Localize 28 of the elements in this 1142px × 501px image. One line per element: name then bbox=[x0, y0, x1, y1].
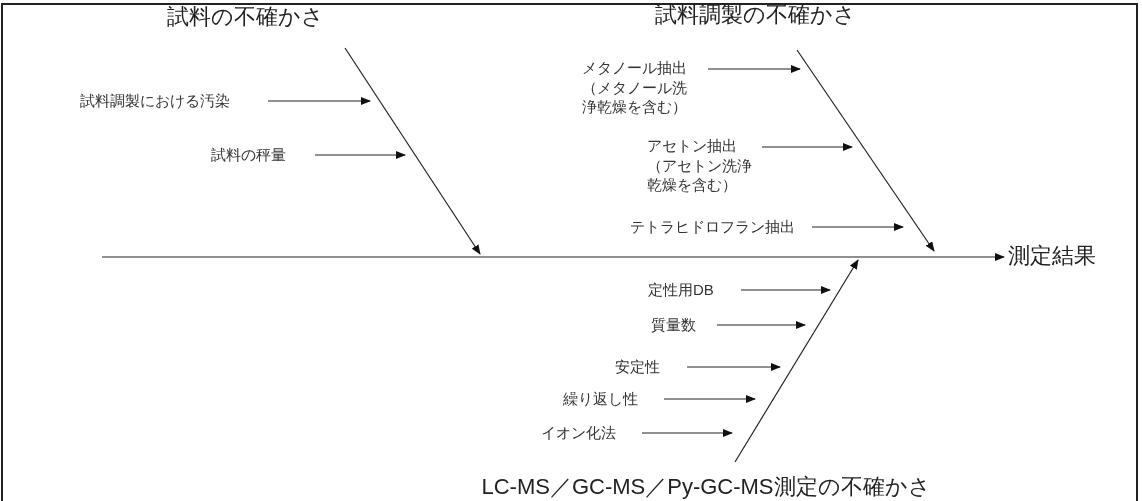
cause-label: メタノール抽出（メタノール洗浄乾燥を含む） bbox=[582, 58, 692, 117]
arrow bbox=[740, 286, 831, 294]
cause-label: アセトン抽出（アセトン洗浄乾燥を含む） bbox=[647, 136, 757, 195]
cause-label: 試料の秤量 bbox=[211, 145, 286, 165]
bone-arrow bbox=[344, 47, 481, 255]
arrow bbox=[641, 429, 733, 437]
result-label: 測定結果 bbox=[1008, 242, 1096, 271]
arrow bbox=[314, 151, 406, 159]
spine-arrow bbox=[101, 253, 1005, 261]
cause-label: テトラヒドロフラン抽出 bbox=[630, 217, 795, 237]
cause-label: イオン化法 bbox=[541, 423, 616, 443]
cause-label: 定性用DB bbox=[648, 280, 714, 300]
category-heading: 試料調製の不確かさ bbox=[654, 4, 856, 26]
category-heading: 試料の不確かさ bbox=[166, 6, 324, 28]
cause-label: 安定性 bbox=[615, 357, 660, 377]
arrow bbox=[686, 363, 781, 371]
cause-label: 質量数 bbox=[651, 315, 696, 335]
category-heading: LC-MS／GC-MS／Py-GC-MS測定の不確かさ bbox=[481, 476, 931, 498]
bone-arrow bbox=[796, 49, 935, 252]
arrow bbox=[707, 65, 801, 73]
bone-arrow bbox=[734, 259, 859, 463]
arrow bbox=[761, 143, 853, 151]
cause-label: 繰り返し性 bbox=[563, 389, 638, 409]
arrow bbox=[811, 223, 904, 231]
cause-label: 試料調製における汚染 bbox=[80, 91, 230, 111]
arrow bbox=[663, 395, 756, 403]
arrow bbox=[716, 321, 806, 329]
arrow bbox=[267, 97, 371, 105]
